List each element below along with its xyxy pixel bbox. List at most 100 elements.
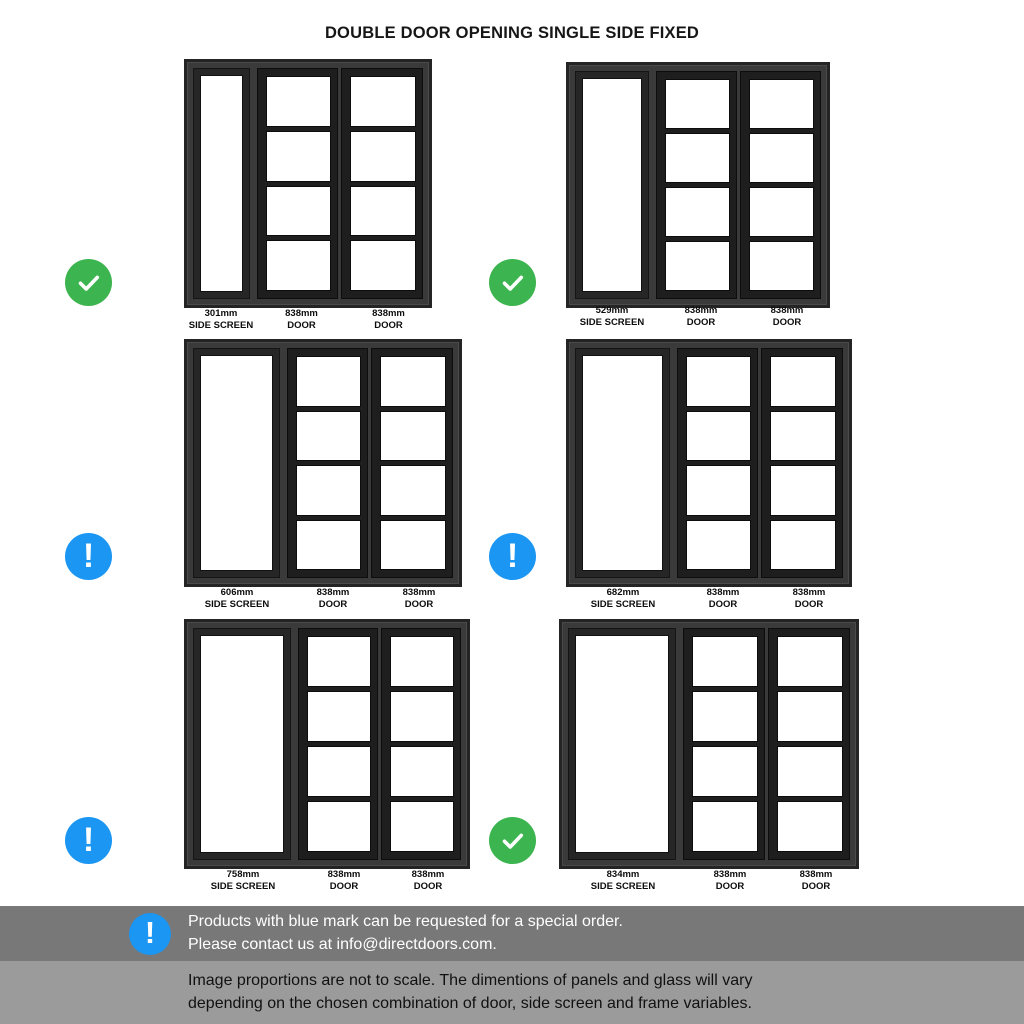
outer-frame — [184, 339, 462, 587]
door-glass-pane — [692, 636, 759, 687]
door-glass-pane — [685, 410, 752, 461]
dimension-value: 838mm — [402, 587, 436, 598]
dimension-kind: DOOR — [715, 880, 745, 892]
side-screen-glass — [582, 78, 642, 292]
side-screen-panel — [193, 628, 291, 860]
door-glass-pane — [748, 79, 814, 129]
door-panel — [371, 348, 453, 578]
door-panel — [768, 628, 850, 860]
outer-frame — [566, 62, 830, 308]
dimension-kind: DOOR — [287, 319, 316, 331]
door-assembly — [566, 339, 852, 587]
notice-line-1: Products with blue mark can be requested… — [188, 912, 623, 930]
door-glass-pane — [770, 410, 837, 461]
check-circle-icon — [489, 259, 536, 306]
disclaimer-line-2: depending on the chosen combination of d… — [188, 994, 752, 1012]
dimension-value: 838mm — [713, 869, 747, 880]
special-order-text: Products with blue mark can be requested… — [188, 911, 623, 956]
disclaimer-text: Image proportions are not to scale. The … — [188, 970, 752, 1015]
door-glass-pane — [748, 187, 814, 237]
door-panel — [297, 628, 378, 860]
dimension-kind: DOOR — [686, 316, 716, 328]
door-glass-pane — [692, 746, 759, 797]
door-glass-pane — [664, 133, 730, 183]
side-screen-panel — [193, 68, 250, 299]
dimension-value: 838mm — [411, 869, 445, 880]
door-panel — [256, 68, 339, 299]
special-order-notice: ! Products with blue mark can be request… — [0, 906, 1024, 961]
dimension-value: 838mm — [792, 587, 826, 598]
door-glass-pane — [748, 241, 814, 291]
exclamation-circle-icon: ! — [65, 817, 112, 864]
exclamation-circle-icon: ! — [129, 912, 171, 955]
disclaimer-notice: Image proportions are not to scale. The … — [0, 961, 1024, 1024]
dimension-kind: SIDE SCREEN — [590, 880, 656, 892]
door-glass-pane — [664, 187, 730, 237]
side-screen-panel — [568, 628, 677, 860]
dimension-value: 838mm — [706, 587, 740, 598]
exclamation-circle-icon: ! — [65, 533, 112, 580]
dimension-kind: SIDE SCREEN — [579, 316, 645, 328]
door-glass-pane — [748, 133, 814, 183]
page-title: DOUBLE DOOR OPENING SINGLE SIDE FIXED — [324, 24, 700, 42]
door-glass-pane — [664, 241, 730, 291]
door-glass-pane — [685, 519, 752, 570]
door-glass-pane — [380, 356, 446, 407]
door-glass-pane — [685, 356, 752, 407]
door-panel — [286, 348, 369, 578]
dimension-kind: DOOR — [404, 598, 434, 610]
dimension-value: 838mm — [285, 308, 318, 319]
door-glass-pane — [306, 691, 371, 742]
side-screen-panel — [193, 348, 280, 578]
door-glass-pane — [692, 801, 759, 852]
door-assembly — [559, 619, 859, 869]
dimension-value: 838mm — [316, 587, 350, 598]
door-panel — [655, 71, 737, 299]
door-glass-pane — [777, 746, 843, 797]
side-screen-panel — [575, 71, 649, 299]
exclamation-circle-icon: ! — [489, 533, 536, 580]
dimension-kind: DOOR — [772, 316, 802, 328]
dimension-value: 682mm — [606, 587, 640, 598]
door-glass-pane — [295, 519, 362, 570]
dimension-kind: SIDE SCREEN — [210, 880, 276, 892]
door-panel — [341, 68, 423, 299]
door-glass-pane — [306, 636, 371, 687]
door-glass-pane — [389, 636, 455, 687]
door-glass-pane — [777, 636, 843, 687]
door-glass-pane — [380, 465, 446, 516]
door-glass-pane — [685, 465, 752, 516]
check-circle-icon — [65, 259, 112, 306]
side-screen-glass — [200, 355, 273, 571]
door-assembly — [566, 62, 830, 308]
door-glass-pane — [770, 519, 837, 570]
door-glass-pane — [306, 801, 371, 852]
door-panel — [676, 348, 759, 578]
door-glass-pane — [295, 410, 362, 461]
dimension-value: 758mm — [226, 869, 260, 880]
dimension-value: 529mm — [595, 305, 629, 316]
check-circle-icon — [489, 817, 536, 864]
outer-frame — [184, 59, 432, 308]
dimension-value: 838mm — [372, 308, 405, 319]
door-panel — [683, 628, 766, 860]
exclamation-glyph: ! — [506, 536, 519, 575]
door-panel — [380, 628, 462, 860]
dimension-value: 838mm — [327, 869, 361, 880]
door-glass-pane — [664, 79, 730, 129]
